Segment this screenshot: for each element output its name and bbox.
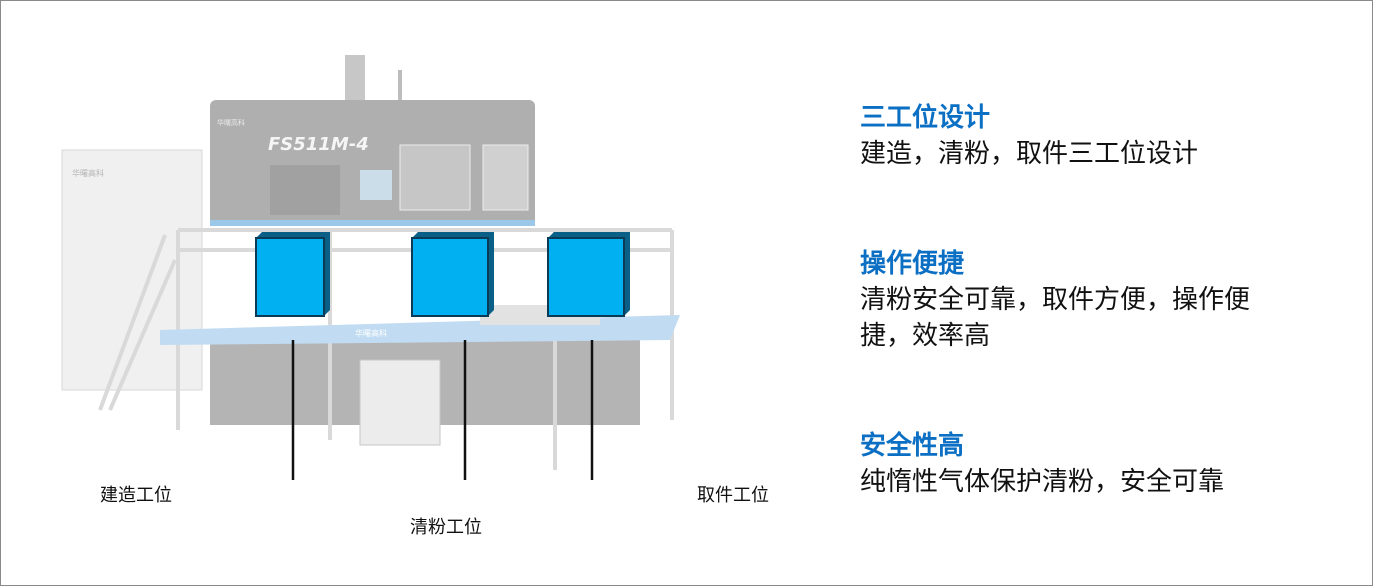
station-box-pickup <box>547 232 630 317</box>
glovebox-window-2 <box>482 144 529 211</box>
filter-tower <box>345 55 365 100</box>
machine-illustration: 华曙高科 华曙高科 FS511M-4 华曙高科 <box>61 55 680 480</box>
leader-line-build <box>291 340 295 480</box>
sieving-cart <box>359 359 441 446</box>
side-cabinet <box>61 149 203 391</box>
feature-title: 操作便捷 <box>860 249 965 279</box>
control-screen <box>360 170 392 200</box>
feature-three-stations: 三工位设计 建造，清粉，取件三工位设计 <box>860 100 1340 172</box>
build-window <box>270 165 340 215</box>
feature-text: 纯惰性气体保护清粉，安全可靠 <box>860 467 1225 497</box>
label-pickup-station: 取件工位 <box>697 485 769 506</box>
leader-line-pickup <box>590 340 594 480</box>
label-build-station: 建造工位 <box>100 485 172 506</box>
feature-easy-operation: 操作便捷 清粉安全可靠，取件方便，操作便 捷，效率高 <box>860 246 1340 354</box>
feature-text: 捷，效率高 <box>860 321 991 351</box>
platform-brand: 华曙高科 <box>355 328 387 338</box>
feature-text: 清粉安全可靠，取件方便，操作便 <box>860 285 1251 315</box>
model-text: FS511M-4 <box>268 134 369 155</box>
glovebox-window <box>399 144 471 211</box>
label-clean-station: 清粉工位 <box>410 517 482 538</box>
feature-high-safety: 安全性高 纯惰性气体保护清粉，安全可靠 <box>860 428 1340 500</box>
cabinet-brand: 华曙高科 <box>72 168 104 178</box>
station-box-clean <box>411 232 494 317</box>
signal-light <box>398 70 402 100</box>
station-box-build <box>255 232 330 317</box>
blue-strip <box>210 220 535 226</box>
feature-title: 安全性高 <box>860 431 965 461</box>
feature-text: 建造，清粉，取件三工位设计 <box>860 139 1199 169</box>
feature-title: 三工位设计 <box>860 103 991 133</box>
platform-deck <box>160 315 680 345</box>
body-brand: 华曙高科 <box>217 118 245 127</box>
